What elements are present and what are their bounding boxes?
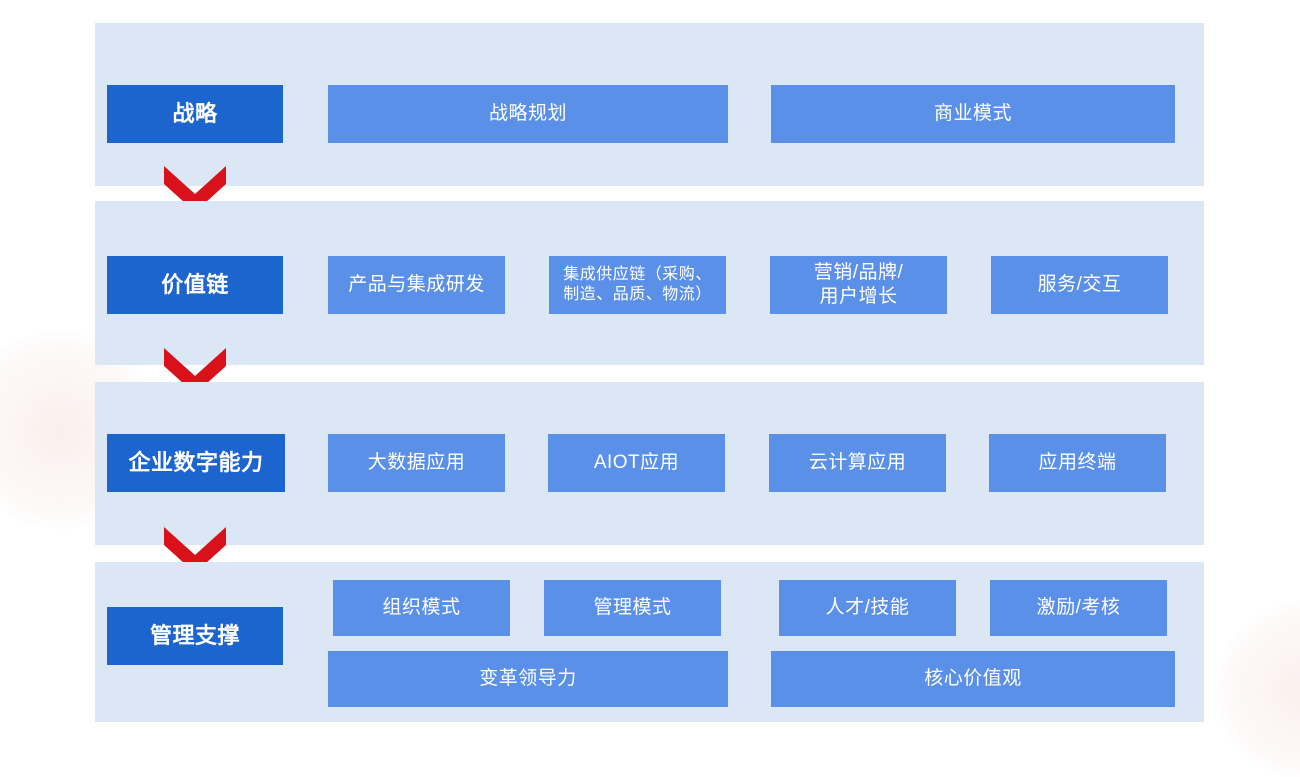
- watermark-circle-bottom: [1215, 600, 1300, 777]
- row-item-value-chain-3[interactable]: 服务/交互: [991, 256, 1168, 314]
- row-item-digital-1[interactable]: AIOT应用: [548, 434, 725, 492]
- row-item-management-2[interactable]: 人才/技能: [779, 580, 956, 636]
- row-item-digital-0[interactable]: 大数据应用: [328, 434, 505, 492]
- row-item-management-3[interactable]: 激励/考核: [990, 580, 1167, 636]
- row-item-strategy-0[interactable]: 战略规划: [328, 85, 728, 143]
- row-item-digital-3[interactable]: 应用终端: [989, 434, 1166, 492]
- row-item-management-5[interactable]: 核心价值观: [771, 651, 1175, 707]
- row-item-value-chain-2[interactable]: 营销/品牌/ 用户增长: [770, 256, 947, 314]
- row-item-management-4[interactable]: 变革领导力: [328, 651, 728, 707]
- row-item-value-chain-0[interactable]: 产品与集成研发: [328, 256, 505, 314]
- row-label-value-chain[interactable]: 价值链: [107, 256, 283, 314]
- row-label-management-support[interactable]: 管理支撑: [107, 607, 283, 665]
- row-label-enterprise-digital-capability[interactable]: 企业数字能力: [107, 434, 285, 492]
- row-item-management-0[interactable]: 组织模式: [333, 580, 510, 636]
- row-label-strategy[interactable]: 战略: [107, 85, 283, 143]
- row-item-management-1[interactable]: 管理模式: [544, 580, 721, 636]
- row-item-strategy-1[interactable]: 商业模式: [771, 85, 1175, 143]
- row-item-digital-2[interactable]: 云计算应用: [769, 434, 946, 492]
- row-item-value-chain-1[interactable]: 集成供应链（采购、 制造、品质、物流）: [549, 256, 726, 314]
